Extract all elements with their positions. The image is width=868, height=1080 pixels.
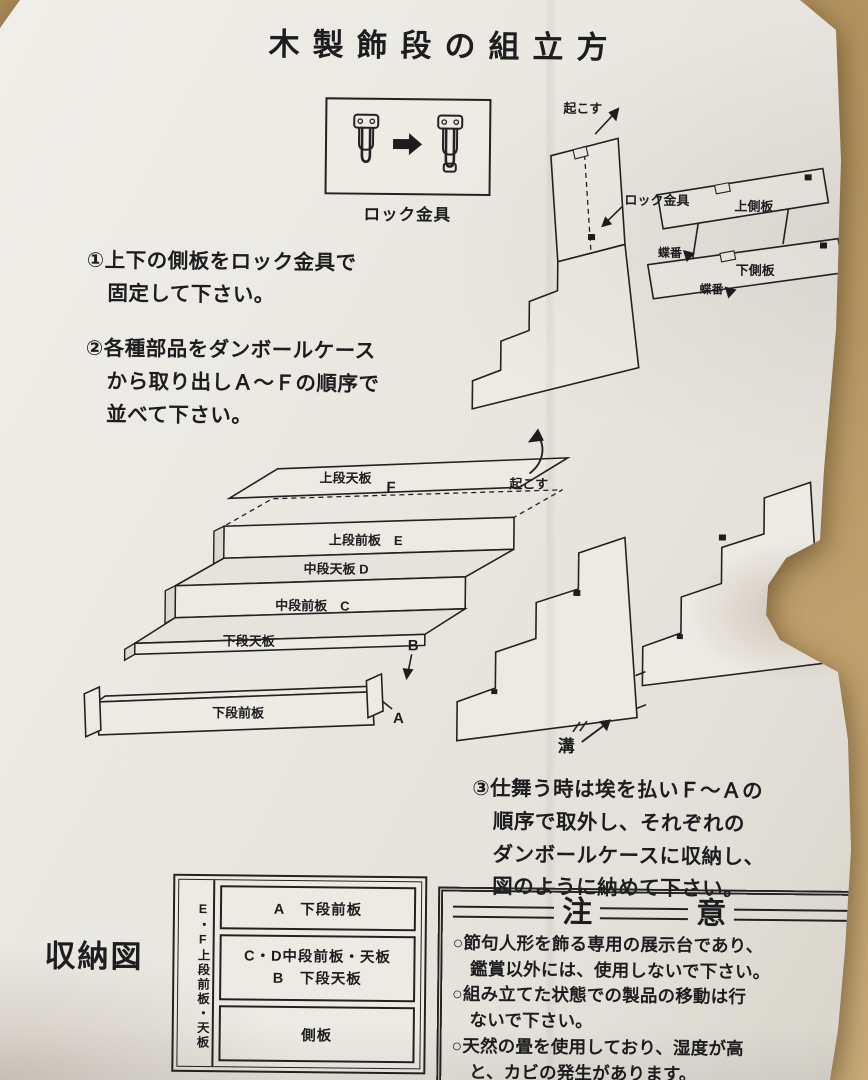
storage-row-2: C・D中段前板・天板 B 下段天板 xyxy=(219,934,416,1003)
letter-b: B xyxy=(407,637,419,655)
notice-title-rule-middle xyxy=(600,907,689,921)
notice-item-2: ○組み立てた状態での製品の移動は行 ないで下さい。 xyxy=(451,984,747,1032)
label-lower-front-board: 下段前板 xyxy=(211,705,265,721)
label-hinge-1: 蝶番 xyxy=(657,245,682,261)
label-lock-fitting: ロック金具 xyxy=(624,192,690,209)
sheet-title: 木製飾段の組立方 xyxy=(268,26,621,66)
letter-f: F xyxy=(386,478,396,497)
storage-row-3: 側板 xyxy=(218,1005,415,1064)
storage-row-2-line-1: C・D中段前板・天板 xyxy=(243,948,392,966)
label-upper-side-panel: 上側板 xyxy=(734,198,774,214)
lock-fitting-figure xyxy=(324,97,492,197)
notice-title: 注 意 xyxy=(452,895,851,931)
notice-title-char-right: 意 xyxy=(696,897,727,931)
label-okosu-top: 起こす xyxy=(563,100,603,117)
notice-section: 注 意 ○節句人形を飾る専用の展示台であり、 鑑賞以外には、使用しないで下さい。… xyxy=(436,886,851,1080)
notice-item-3: ○天然の畳を使用しており、湿度が高 と、カビの発生があります。 xyxy=(451,1035,744,1080)
letter-a: A xyxy=(392,710,404,728)
label-middle-top-board: 中段天板 D xyxy=(303,561,369,577)
notice-title-rule-left xyxy=(452,905,555,919)
arrow-right-icon xyxy=(392,132,423,161)
storage-side-column: E・F上段前板・天板 xyxy=(177,879,216,1067)
label-middle-front-board: 中段前板 C xyxy=(275,597,350,614)
stairs-exploded-diagram: 上段天板 F 起こす 上段前板 E 中段天板 D 中段前板 C 下段天板 B 下… xyxy=(72,417,576,762)
notice-item-1: ○節句人形を飾る専用の展示台であり、 鑑賞以外には、使用しないで下さい。 xyxy=(452,932,771,982)
latch-open-icon xyxy=(348,113,385,180)
assembled-side-panels-diagram: 溝 xyxy=(426,468,829,782)
label-groove: 溝 xyxy=(557,736,575,756)
storage-row-1: A 下段前板 xyxy=(219,885,417,932)
side-panels-unfold-diagram: 起こす ロック金具 上側板 蝶番 下側板 蝶番 xyxy=(450,93,848,432)
latch-closed-icon xyxy=(432,113,469,180)
label-lower-side-panel: 下側板 xyxy=(735,262,775,279)
label-top-board: 上段天板 xyxy=(319,470,372,486)
storage-heading: 収納図 xyxy=(44,938,144,975)
instruction-step-1: ①上下の側板をロック金具で 固定して下さい。 xyxy=(86,248,357,307)
label-upper-front-board: 上段前板 E xyxy=(328,532,403,549)
storage-diagram: E・F上段前板・天板 A 下段前板 C・D中段前板・天板 B 下段天板 側板 xyxy=(171,873,428,1075)
label-hinge-2: 蝶番 xyxy=(699,282,724,297)
storage-row-2-line-2: B 下段天板 xyxy=(272,970,362,988)
notice-title-rule-right xyxy=(734,908,851,922)
storage-rows: A 下段前板 C・D中段前板・天板 B 下段天板 側板 xyxy=(213,880,421,1068)
notice-title-char-left: 注 xyxy=(562,895,593,930)
storage-diagram-inner: E・F上段前板・天板 A 下段前板 C・D中段前板・天板 B 下段天板 側板 xyxy=(176,878,423,1070)
label-lower-top-board: 下段天板 xyxy=(222,633,275,649)
